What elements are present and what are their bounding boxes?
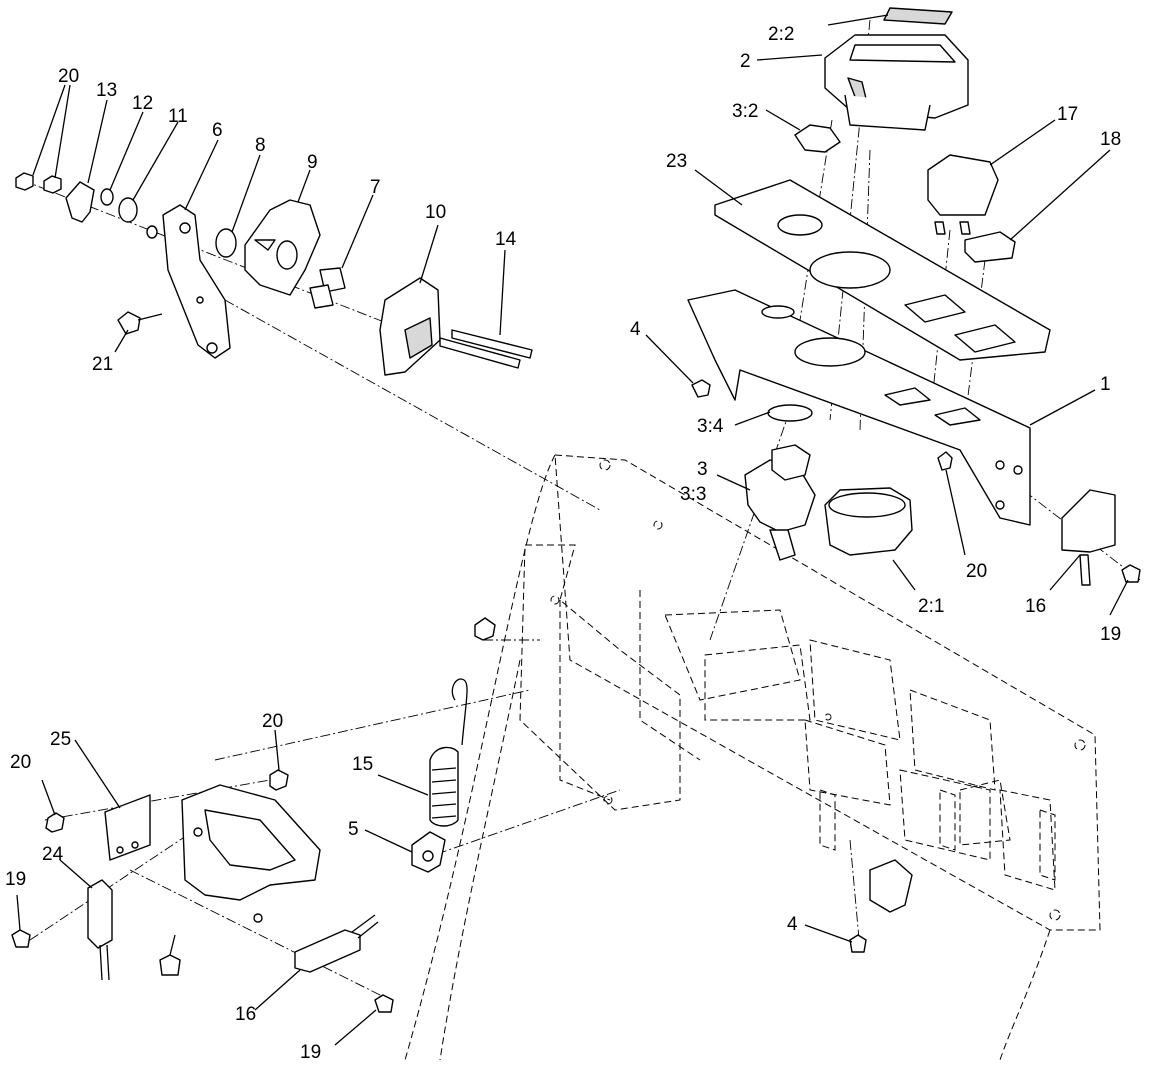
callout-5: 5 bbox=[348, 819, 359, 840]
nut-20e bbox=[45, 812, 65, 833]
callout-14: 14 bbox=[495, 229, 517, 250]
callout-21: 21 bbox=[92, 354, 113, 375]
callout-25: 25 bbox=[50, 729, 71, 750]
callout-19a: 19 bbox=[1100, 624, 1121, 645]
control-panel-assembly bbox=[687, 7, 1141, 586]
lever-bracket-13 bbox=[65, 181, 95, 223]
bolt-14a bbox=[451, 329, 533, 359]
callout-2-1: 2:1 bbox=[918, 596, 944, 617]
bolt-14b bbox=[439, 337, 521, 369]
leader-lines bbox=[16, 14, 1129, 1046]
panel-bracket-1 bbox=[687, 289, 1031, 526]
callout-3-4: 3:4 bbox=[697, 416, 724, 437]
callout-15: 15 bbox=[352, 754, 373, 775]
sensor-bracket-16a bbox=[1061, 489, 1116, 553]
callout-9: 9 bbox=[307, 152, 318, 173]
callout-24: 24 bbox=[42, 844, 64, 865]
callout-20a: 20 bbox=[58, 66, 79, 87]
washer-12 bbox=[100, 188, 114, 206]
callout-19c: 19 bbox=[300, 1042, 321, 1063]
o-ring-3-4 bbox=[767, 404, 813, 422]
callout-3-3: 3:3 bbox=[680, 484, 706, 505]
callout-10: 10 bbox=[425, 202, 446, 223]
callout-12: 12 bbox=[132, 93, 153, 114]
callout-16b: 16 bbox=[235, 1004, 256, 1025]
decal-2-2 bbox=[883, 7, 953, 25]
throttle-lever-assembly bbox=[15, 172, 533, 376]
callout-1: 1 bbox=[1100, 374, 1111, 395]
screw-19b bbox=[11, 929, 31, 948]
callout-19b: 19 bbox=[5, 869, 26, 890]
nut-3-2 bbox=[794, 124, 841, 153]
nut-20d bbox=[269, 769, 289, 791]
callout-13: 13 bbox=[96, 80, 117, 101]
callout-2-2: 2:2 bbox=[768, 24, 794, 45]
shield-plate-25 bbox=[104, 794, 151, 861]
sensor-16b bbox=[294, 929, 361, 973]
callout-6: 6 bbox=[212, 120, 223, 141]
mounting-plate-6 bbox=[162, 204, 231, 359]
callout-20b: 20 bbox=[10, 752, 31, 773]
callout-23: 23 bbox=[666, 151, 687, 172]
screw-4a bbox=[691, 379, 711, 398]
callout-20d: 20 bbox=[262, 711, 283, 732]
sensor-24 bbox=[87, 879, 113, 949]
spacer-7b bbox=[309, 284, 334, 309]
callout-16a: 16 bbox=[1025, 596, 1046, 617]
callout-17: 17 bbox=[1057, 104, 1078, 125]
spacer bbox=[146, 225, 158, 239]
callout-7: 7 bbox=[370, 177, 381, 198]
screw-21 bbox=[117, 311, 141, 335]
lower-assembly bbox=[11, 617, 913, 1013]
callout-4b: 4 bbox=[787, 914, 798, 935]
nut-20c bbox=[937, 451, 953, 471]
switch-10 bbox=[379, 277, 441, 376]
screw-4b bbox=[849, 934, 867, 953]
spring-15 bbox=[429, 746, 459, 827]
callout-4a: 4 bbox=[630, 319, 641, 340]
callout-3: 3 bbox=[697, 459, 708, 480]
rocker-switch-17 bbox=[927, 154, 999, 216]
callout-2: 2 bbox=[740, 51, 751, 72]
phantom-frame bbox=[404, 454, 1101, 1061]
callout-20c: 20 bbox=[966, 561, 987, 582]
callout-labels: 2:2 2 3:2 23 17 18 4 1 3:4 3 3:3 20 2:1 … bbox=[5, 24, 1121, 1063]
callout-3-2: 3:2 bbox=[732, 101, 758, 122]
callout-18: 18 bbox=[1100, 129, 1121, 150]
screw-19a bbox=[1121, 564, 1141, 583]
callout-11: 11 bbox=[168, 106, 188, 127]
nut-20b bbox=[43, 175, 62, 194]
nut-20a bbox=[15, 172, 34, 191]
screw-19c bbox=[374, 994, 394, 1013]
callout-8: 8 bbox=[255, 135, 266, 156]
washer-8 bbox=[215, 228, 237, 258]
plug-18 bbox=[964, 231, 1016, 263]
washer-11 bbox=[118, 197, 138, 223]
